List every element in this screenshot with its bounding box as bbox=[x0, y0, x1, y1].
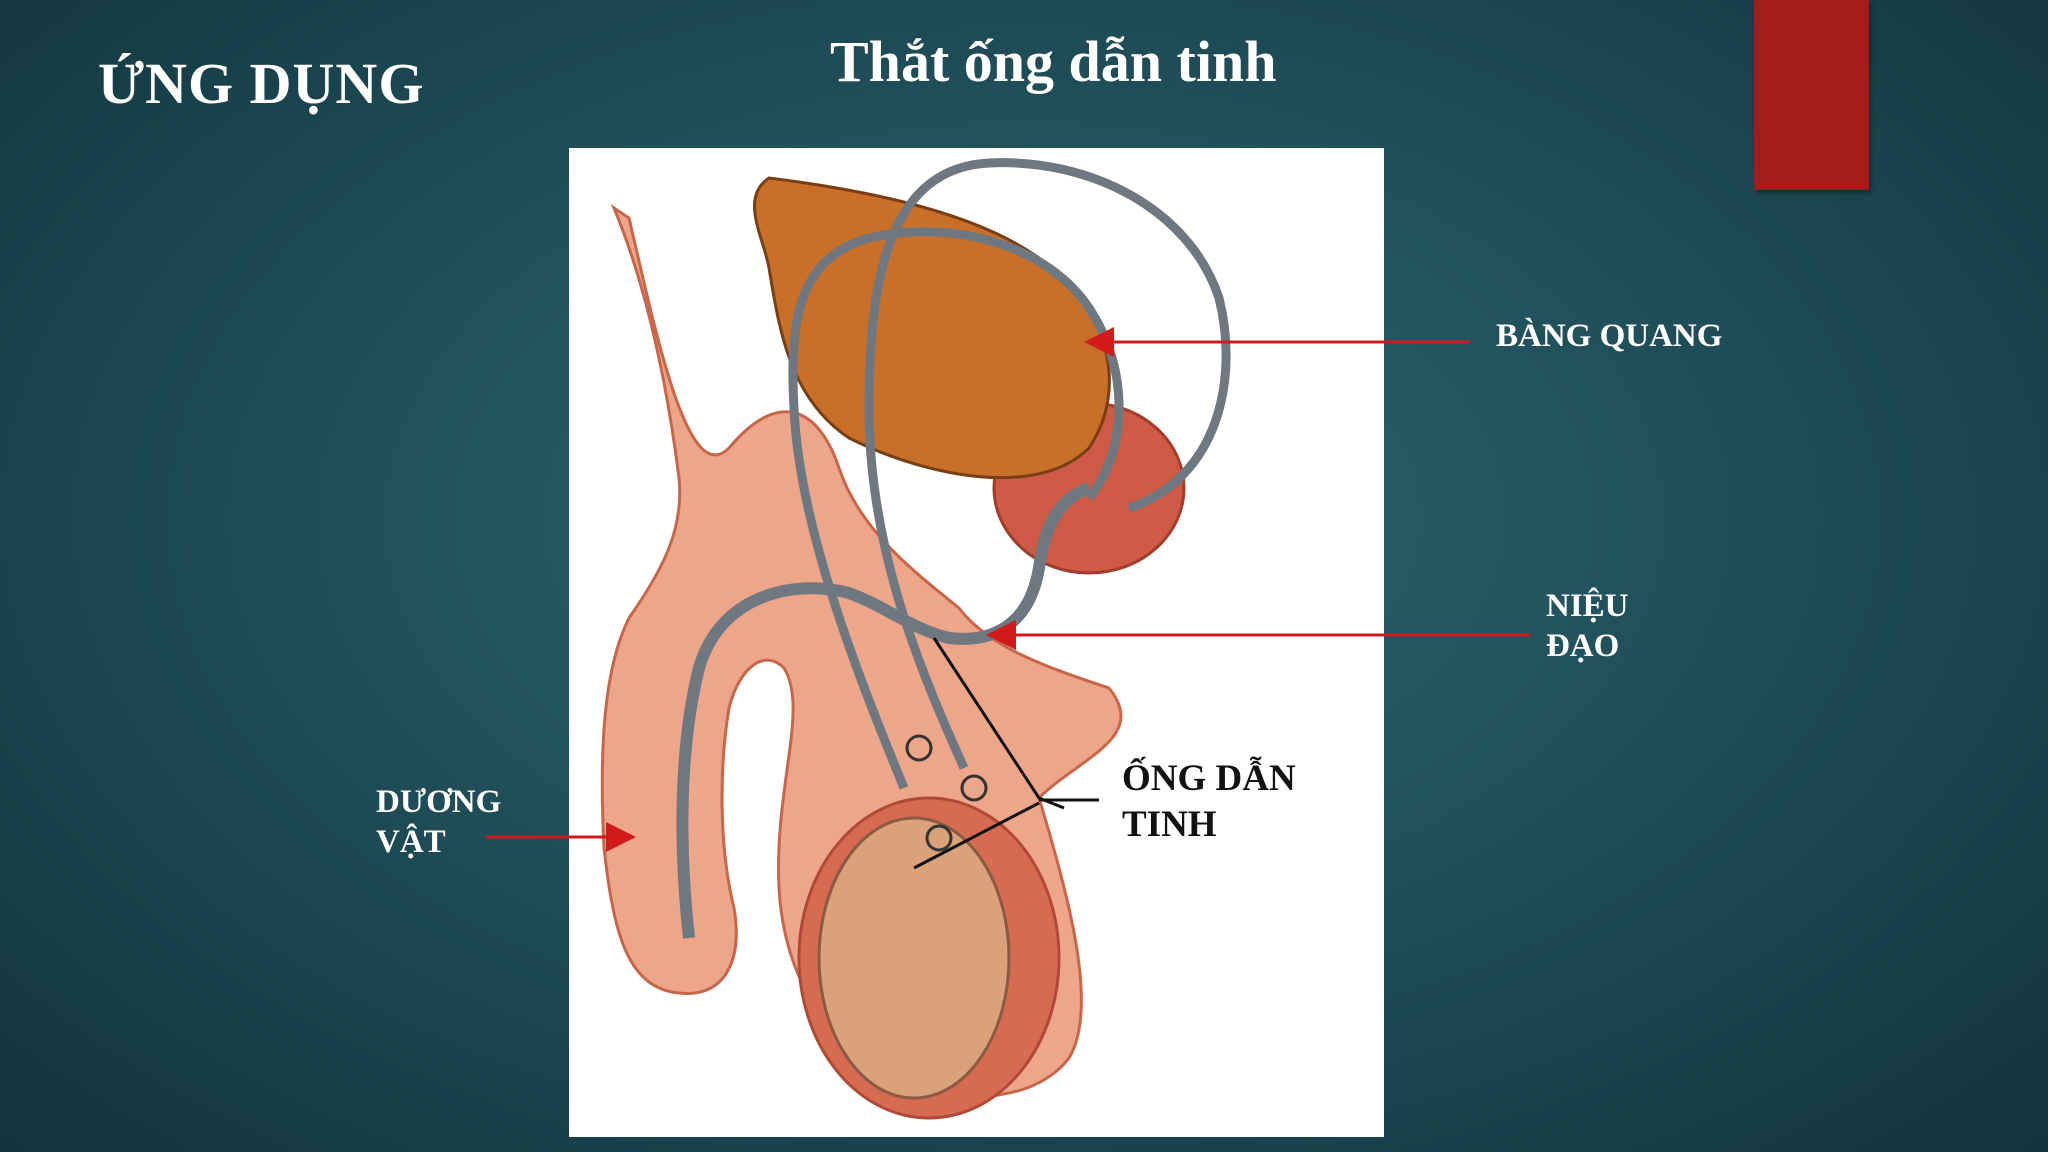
anatomy-illustration bbox=[600, 158, 1231, 1120]
vas-deferens-label-line2: TINH bbox=[1122, 804, 1217, 845]
vas-pointer-lines bbox=[913, 637, 1065, 870]
ligature-mark bbox=[905, 734, 933, 762]
slide-title: ỨNG DỤNG bbox=[98, 51, 425, 116]
accent-bar bbox=[1754, 0, 1869, 190]
testis-shape bbox=[817, 816, 1011, 1100]
ligature-mark bbox=[925, 824, 953, 852]
vas-deferens-right-tube bbox=[864, 158, 1231, 770]
urethra-tube bbox=[676, 482, 1092, 939]
vas-deferens-label-line1: ỐNG DẪN bbox=[1122, 758, 1296, 799]
bladder-label: BÀNG QUANG bbox=[1496, 318, 1723, 354]
penis-label-line2: VẬT bbox=[376, 824, 446, 860]
penis-label-line1: DƯƠNG bbox=[376, 784, 502, 820]
ligature-mark bbox=[960, 774, 988, 802]
anatomy-illustration-panel bbox=[569, 148, 1384, 1137]
urethra-label-line2: ĐẠO bbox=[1546, 628, 1620, 664]
slide-subtitle: Thắt ống dẫn tinh bbox=[830, 29, 1277, 94]
urethra-label-line1: NIỆU bbox=[1546, 588, 1629, 624]
